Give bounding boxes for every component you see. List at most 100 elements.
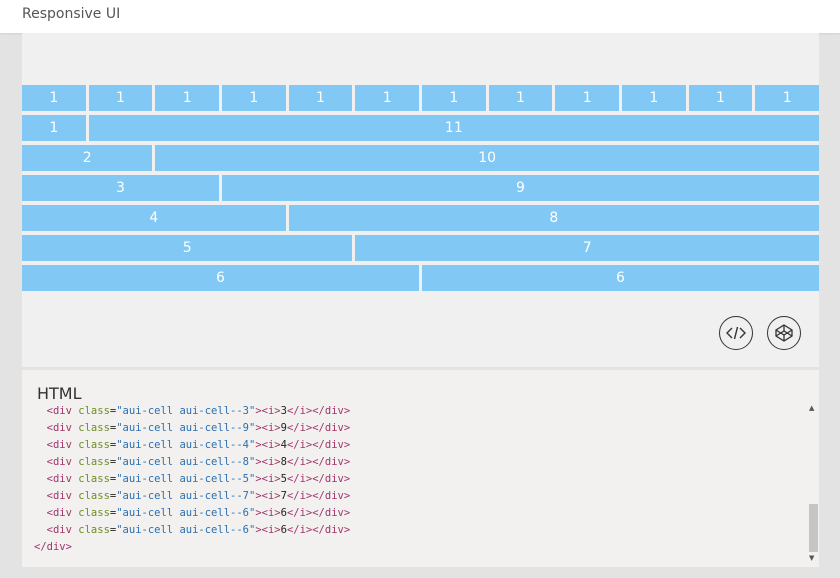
code-token: <div <box>46 490 72 502</box>
code-token: 4 <box>280 439 287 451</box>
code-token: class <box>78 439 110 451</box>
code-token: ><i> <box>255 456 281 468</box>
code-token: aui-cell aui-cell--3 <box>122 405 249 417</box>
scroll-down-icon[interactable]: ▼ <box>809 554 815 562</box>
codepen-icon <box>775 324 793 342</box>
grid-cell: 1 <box>155 85 219 111</box>
code-line: <div class="aui-cell aui-cell--5"><i>5</… <box>34 471 804 488</box>
code-token: aui-cell aui-cell--6 <box>122 524 249 536</box>
grid-cell: 3 <box>22 175 219 201</box>
grid-cell: 1 <box>355 85 419 111</box>
grid-cell: 1 <box>22 115 86 141</box>
grid-cell: 10 <box>155 145 819 171</box>
scroll-thumb[interactable] <box>809 504 818 552</box>
app-title: Responsive UI <box>22 6 121 22</box>
code-token: = <box>109 524 117 536</box>
code-scrollbar[interactable]: ▲ ▼ <box>807 404 819 564</box>
code-token: " <box>248 439 256 451</box>
code-token: " <box>248 473 256 485</box>
grid-cell: 11 <box>88 115 819 141</box>
code-token: = <box>109 405 117 417</box>
code-token <box>34 405 47 417</box>
code-line: <div class="aui-cell aui-cell--8"><i>8</… <box>34 454 804 471</box>
code-token: class <box>78 422 110 434</box>
code-token: = <box>109 456 117 468</box>
code-panel: HTML <div class="aui-cell aui-cell--3"><… <box>22 370 819 567</box>
code-token: ><i> <box>255 405 281 417</box>
code-line: <div class="aui-cell aui-cell--9"><i>9</… <box>34 420 804 437</box>
code-token: class <box>78 456 110 468</box>
code-token: <div <box>46 422 72 434</box>
code-title: HTML <box>37 384 82 403</box>
code-token: ><i> <box>255 490 281 502</box>
code-token: ><i> <box>255 422 281 434</box>
code-token: " <box>116 439 123 451</box>
code-token: ><i> <box>255 507 281 519</box>
code-token: </i></div> <box>286 507 351 519</box>
code-token: class <box>78 473 110 485</box>
code-icon <box>726 326 746 340</box>
code-token: </i></div> <box>286 422 351 434</box>
grid-cell: 9 <box>222 175 819 201</box>
code-token: <div <box>46 439 72 451</box>
code-token <box>34 524 47 536</box>
grid-cell: 1 <box>288 85 353 111</box>
code-token: <div <box>46 405 72 417</box>
code-line: <div class="aui-cell aui-cell--6"><i>6</… <box>34 522 804 539</box>
code-token: " <box>116 405 123 417</box>
code-token: 3 <box>280 405 287 417</box>
grid-cell: 5 <box>22 235 353 261</box>
code-token: 8 <box>280 456 287 468</box>
code-token: " <box>116 422 123 434</box>
code-token: ><i> <box>255 524 281 536</box>
codepen-button[interactable] <box>767 316 801 350</box>
code-token: 6 <box>280 524 287 536</box>
code-token: 7 <box>280 490 287 502</box>
grid-cell: 8 <box>288 205 819 231</box>
code-token: = <box>109 507 117 519</box>
grid-cell: 7 <box>355 235 819 261</box>
code-token: " <box>116 456 123 468</box>
grid-cell: 1 <box>688 85 753 111</box>
view-code-button[interactable] <box>719 316 753 350</box>
code-token <box>34 490 47 502</box>
code-token: " <box>116 490 123 502</box>
grid-cell: 1 <box>555 85 619 111</box>
code-token: " <box>248 524 256 536</box>
app-header: Responsive UI <box>0 0 840 33</box>
code-line: <div class="aui-cell aui-cell--6"><i>6</… <box>34 505 804 522</box>
code-token: 9 <box>280 422 287 434</box>
code-token: " <box>116 524 123 536</box>
code-token: " <box>248 507 256 519</box>
code-token: " <box>116 507 123 519</box>
code-token: 6 <box>280 507 287 519</box>
grid-cell: 1 <box>22 85 86 111</box>
code-token <box>34 473 47 485</box>
code-token: " <box>116 473 123 485</box>
code-token: aui-cell aui-cell--4 <box>122 439 249 451</box>
grid-cell: 1 <box>622 85 686 111</box>
code-token: </i></div> <box>286 439 351 451</box>
code-token: <div <box>46 507 72 519</box>
code-token: aui-cell aui-cell--5 <box>122 473 249 485</box>
code-line: <div class="aui-cell aui-cell--4"><i>4</… <box>34 437 804 454</box>
code-token: class <box>78 507 110 519</box>
code-block[interactable]: <div class="aui-cell aui-cell--3"><i>3</… <box>34 403 804 565</box>
code-token: </i></div> <box>286 490 351 502</box>
code-token: = <box>109 490 117 502</box>
grid-cell: 1 <box>88 85 153 111</box>
code-token: " <box>248 422 256 434</box>
code-token: class <box>78 405 110 417</box>
code-token: = <box>109 439 117 451</box>
code-token: " <box>248 456 256 468</box>
scroll-up-icon[interactable]: ▲ <box>809 404 815 412</box>
code-token: </i></div> <box>286 405 351 417</box>
